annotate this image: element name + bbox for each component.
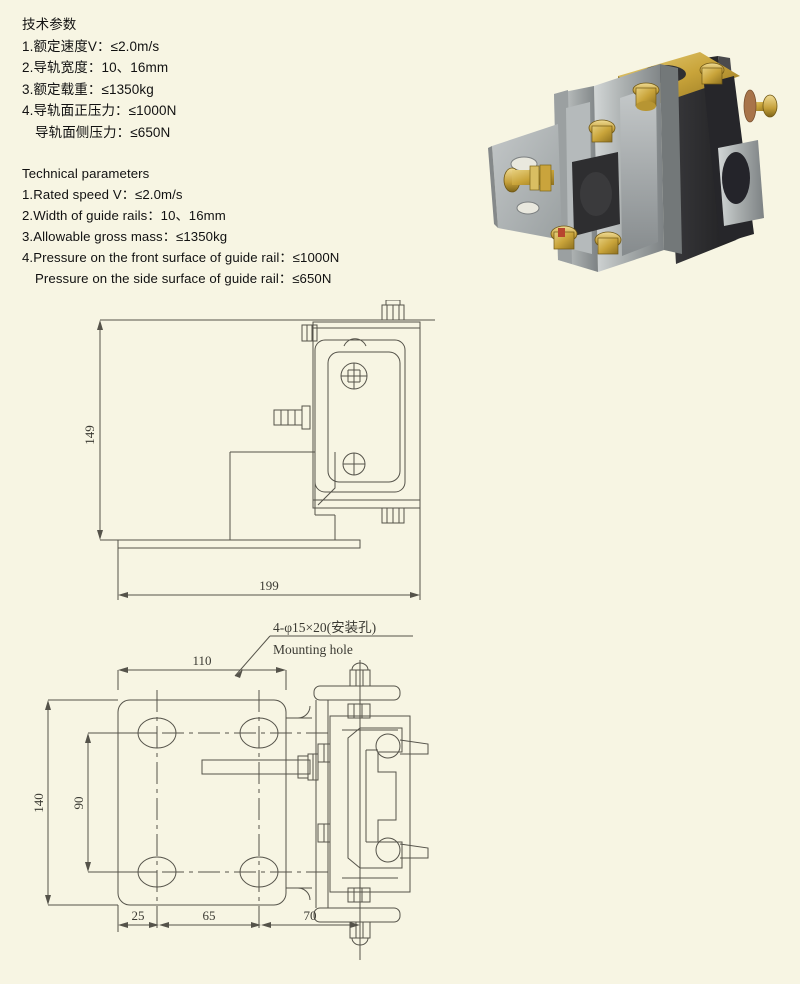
photo-inner-block — [572, 152, 620, 236]
callout-line-2: Mounting hole — [273, 642, 353, 657]
specs-chinese-item-5: 导轨面侧压力：≤650N — [35, 124, 171, 140]
photo-bolt-bottom-right — [594, 231, 622, 255]
mounting-plate — [117, 699, 287, 906]
c-jaw-profile — [347, 727, 403, 869]
upper-left-nut — [301, 324, 318, 342]
photo-bolt-bottom-left — [550, 225, 578, 250]
roller-lower — [375, 837, 401, 863]
plan-view-drawing: 4-φ15×20(安装孔) Mounting hole 110 140 90 2… — [30, 620, 490, 980]
top-stud — [385, 300, 401, 305]
c-jaw-inner — [365, 749, 378, 843]
mounting-hole-2 — [239, 717, 279, 749]
bracket-base-flange — [117, 539, 361, 549]
frame-bottom-bar — [313, 907, 401, 923]
shoe-housing-inner — [327, 351, 401, 483]
dim-label-199: 199 — [259, 578, 279, 593]
photo-bolt-mid-left — [588, 119, 616, 143]
cross-screw-upper — [340, 362, 368, 390]
shoe-body-plan — [329, 715, 411, 893]
mid-bolt-head — [301, 405, 311, 430]
cross-screw-lower — [342, 452, 366, 476]
shoe-body-inner-lines — [342, 729, 398, 879]
plate-corner-arc-top — [297, 705, 311, 719]
plate-corner-arc-bottom — [297, 887, 311, 901]
centre-shaft — [201, 759, 311, 775]
dim-label-90: 90 — [71, 797, 86, 810]
nut-upper-inner — [347, 703, 371, 719]
specs-english-item-5: Pressure on the side surface of guide ra… — [35, 271, 332, 286]
side-elevation-drawing: 149 199 — [60, 300, 460, 620]
mounting-hole-1 — [137, 717, 177, 749]
roller-upper — [375, 733, 401, 759]
dim-label-140: 140 — [31, 793, 46, 813]
rail-tab-upper — [399, 739, 429, 755]
plate-step-lines — [286, 717, 312, 889]
frame-top-bar — [313, 685, 401, 701]
photo-bolt-top-left — [632, 82, 660, 111]
bracket-chamfer — [317, 452, 336, 506]
rail-tab-lower — [399, 843, 429, 859]
specs-english-item-3: 3.Allowable gross mass：≤1350kg — [22, 229, 228, 244]
specs-english-block: Technical parameters 1.Rated speed V：≤2.… — [22, 163, 442, 289]
dim-label-25: 25 — [132, 908, 145, 923]
specs-chinese-item-1: 1.额定速度V：≤2.0m/s — [22, 38, 160, 54]
specs-chinese-title: 技术参数 — [22, 17, 77, 32]
specs-english-item-4: 4.Pressure on the front surface of guide… — [22, 250, 340, 265]
shaft-collar-1 — [297, 755, 309, 779]
dim-label-65: 65 — [203, 908, 216, 923]
mounting-hole-3 — [137, 856, 177, 888]
dim-label-149: 149 — [82, 425, 97, 445]
specs-english-item-1: 1.Rated speed V：≤2.0m/s — [22, 187, 183, 202]
nut-lower-inner — [347, 887, 371, 903]
specs-chinese-item-4: 4.导轨面正压力：≤1000N — [22, 103, 177, 118]
photo-right-jaw — [704, 76, 764, 244]
body-outer — [312, 321, 421, 509]
photo-bolt-right-stud — [743, 89, 778, 123]
mounting-hole-4 — [239, 856, 279, 888]
specs-chinese-item-2: 2.导轨宽度：10、16mm — [22, 60, 169, 75]
specs-chinese-item-3: 3.额定载重：≤1350kg — [22, 81, 154, 97]
photo-bolt-top-right — [699, 62, 725, 85]
specs-chinese-block: 技术参数 1.额定速度V：≤2.0m/s 2.导轨宽度：10、16mm 3.额定… — [22, 14, 442, 143]
callout-line-1: 4-φ15×20(安装孔) — [273, 620, 376, 635]
product-photo — [468, 28, 788, 296]
photo-body-main — [594, 64, 682, 272]
specs-english-title: Technical parameters — [22, 166, 150, 181]
specs-english-item-2: 2.Width of guide rails：10、16mm — [22, 208, 226, 223]
shoe-arc-detail — [343, 338, 367, 347]
dim-label-110: 110 — [192, 653, 211, 668]
photo-flange-bolt — [503, 164, 554, 193]
callout-leader — [234, 635, 271, 677]
dim-label-70: 70 — [304, 908, 317, 923]
